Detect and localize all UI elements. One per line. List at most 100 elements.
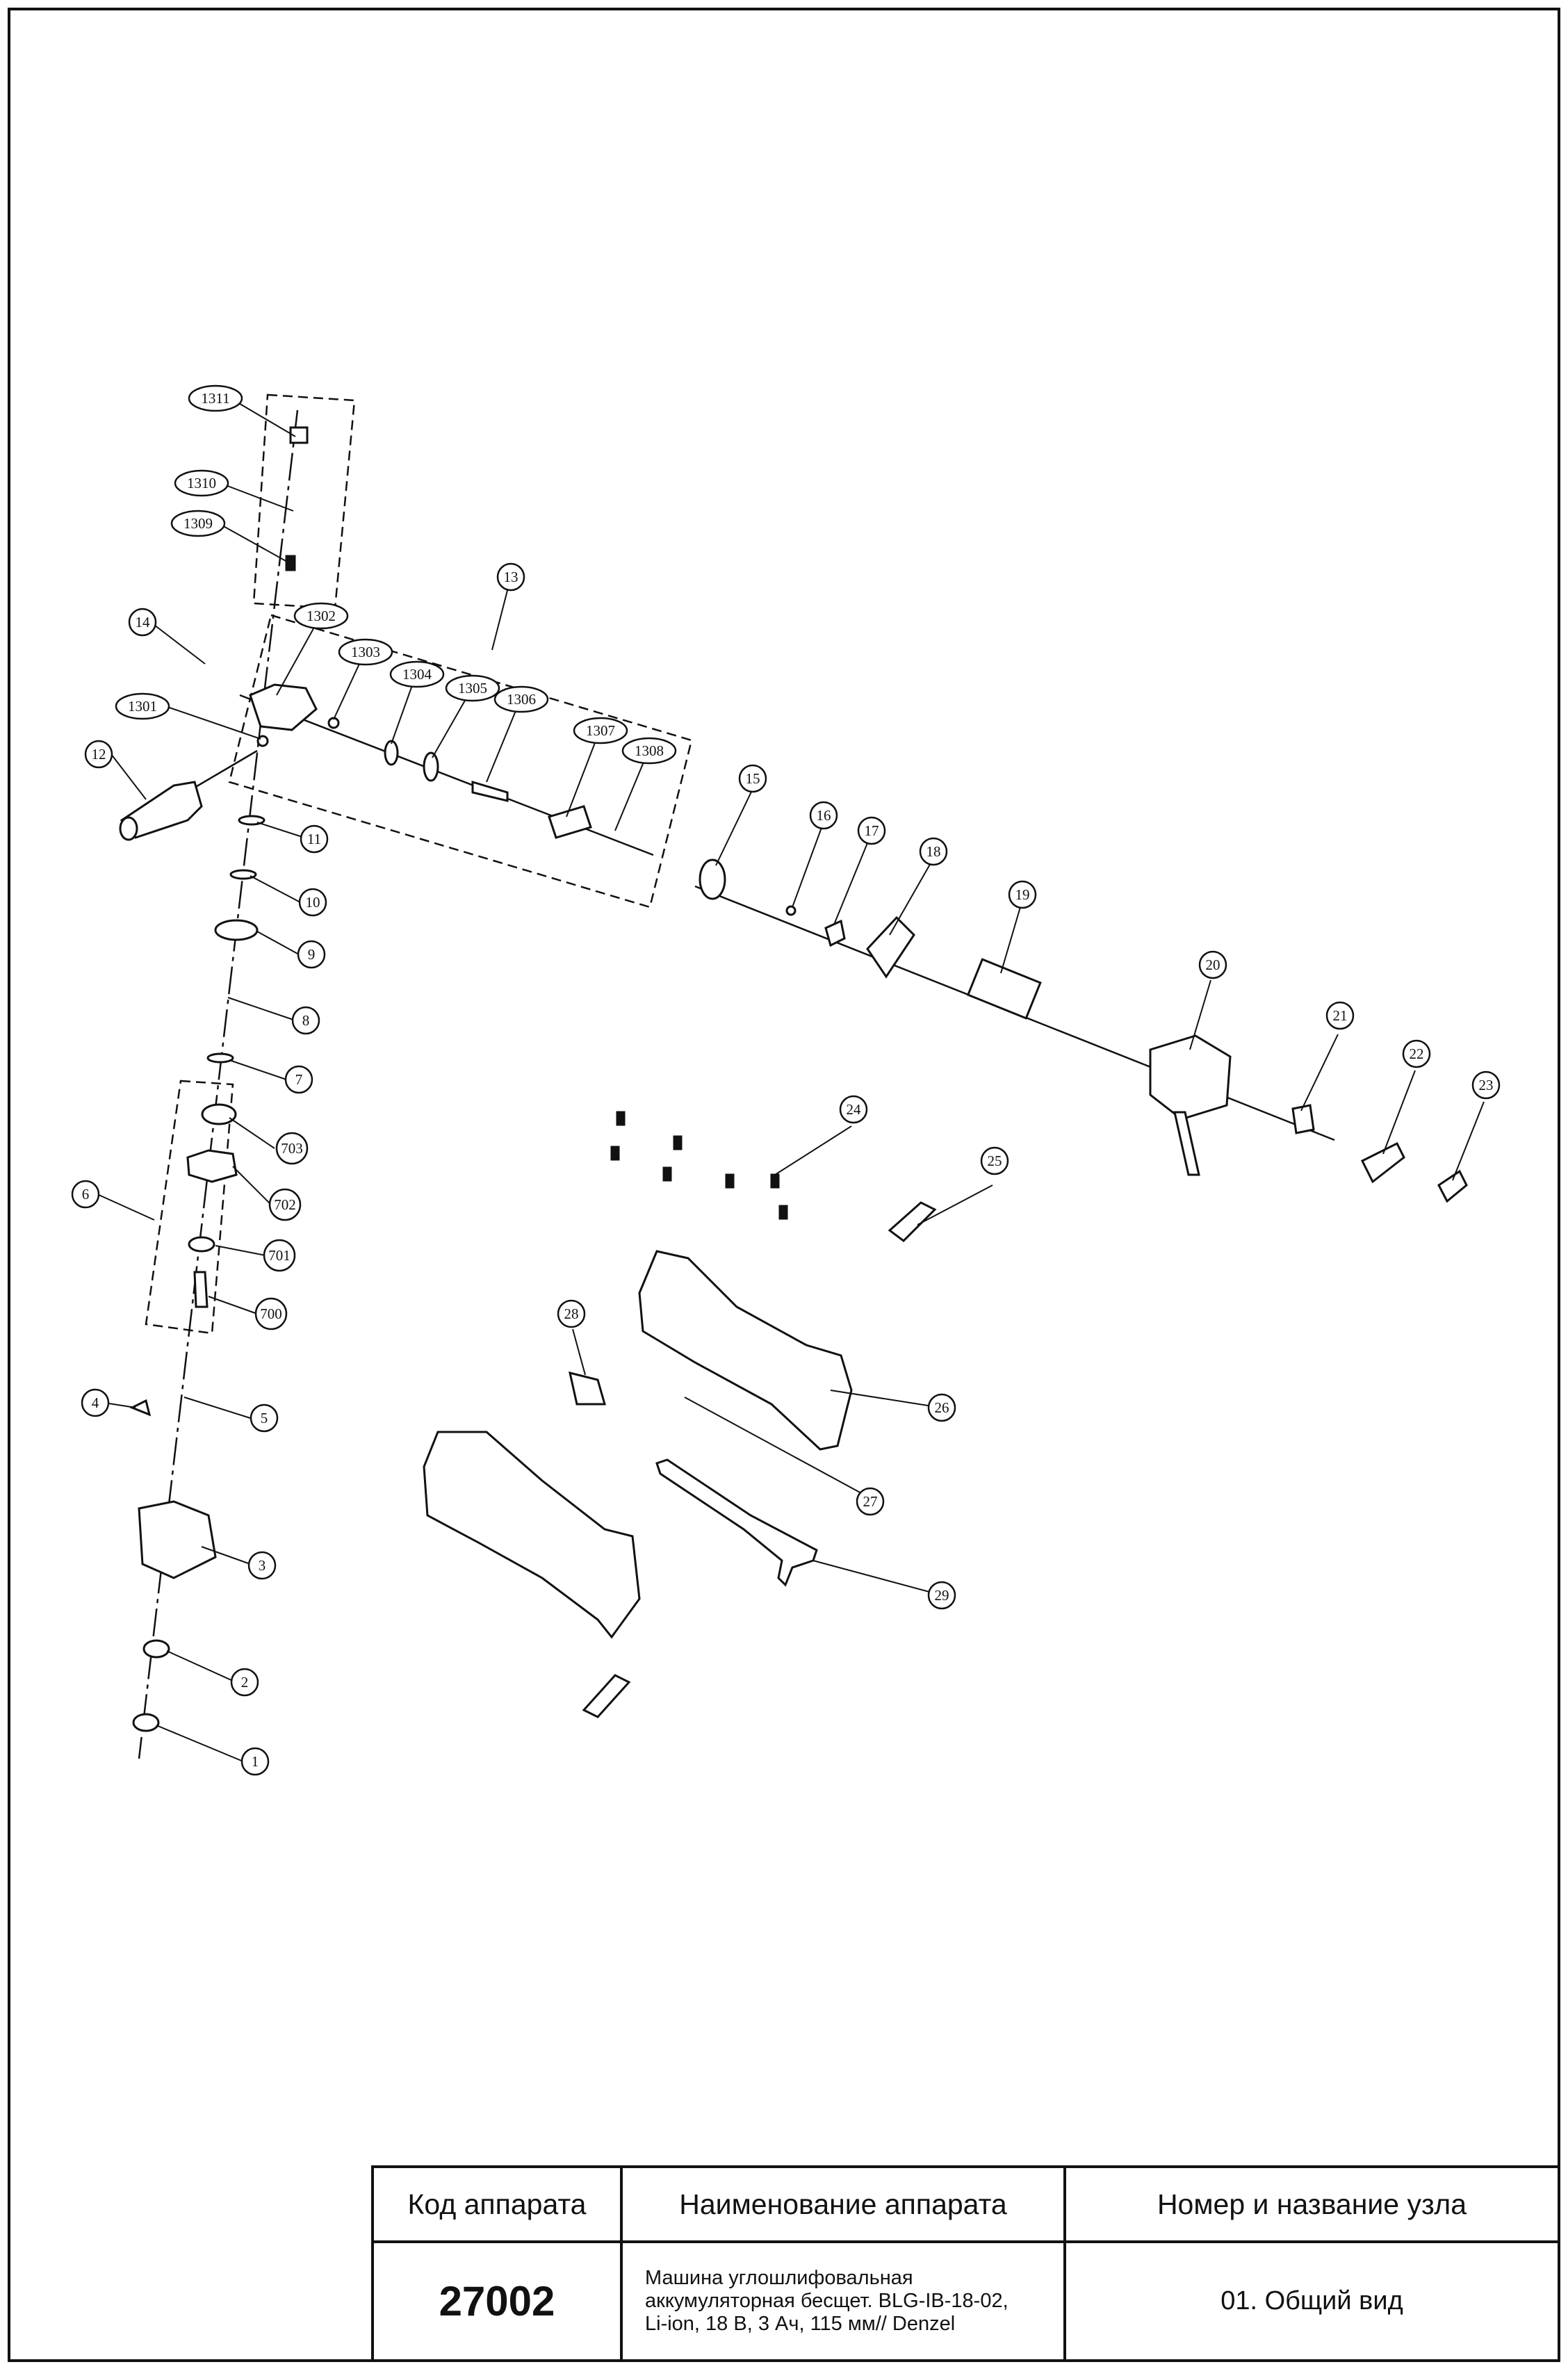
callout-number: 1309 (183, 515, 213, 532)
callout-number: 21 (1333, 1007, 1348, 1024)
parts (119, 426, 1468, 1732)
callout-25: 25 (980, 1146, 1009, 1175)
callout-7: 7 (284, 1065, 313, 1094)
header-unit: Номер и название узла (1157, 2188, 1467, 2220)
callout-number: 7 (295, 1071, 303, 1088)
callout-17: 17 (857, 816, 886, 845)
part-1304 (384, 740, 399, 766)
callout-19: 19 (1008, 880, 1037, 909)
title-block-grid (371, 2165, 1560, 2362)
part-15 (699, 858, 726, 900)
callout-shape (621, 737, 677, 765)
callout-shape (188, 384, 243, 412)
callout-number: 1310 (187, 475, 216, 491)
callout-702: 702 (268, 1188, 302, 1221)
callout-shape (927, 1581, 956, 1610)
callout-number: 16 (817, 807, 831, 824)
callout-shape (1008, 880, 1037, 909)
callout-shape (927, 1393, 956, 1422)
callout-shape (300, 824, 329, 854)
callout-4: 4 (81, 1388, 110, 1417)
part-4 (129, 1399, 152, 1417)
callout-shape (980, 1146, 1009, 1175)
callout-number: 10 (306, 894, 320, 911)
callout-number: 11 (307, 831, 321, 847)
part-1302 (249, 683, 318, 731)
callout-8: 8 (291, 1006, 320, 1035)
callout-shape (174, 469, 229, 497)
callout-shape (115, 692, 170, 720)
callout-number: 1304 (402, 666, 432, 683)
callout-number: 25 (988, 1153, 1002, 1169)
callout-shape (293, 602, 349, 630)
part-23 (1437, 1169, 1468, 1203)
callout-number: 2 (241, 1674, 249, 1691)
callout-shape (445, 674, 500, 702)
callout-shape (254, 1297, 288, 1330)
callout-shape (338, 638, 393, 666)
callout-3: 3 (247, 1551, 277, 1580)
callout-shape (284, 1065, 313, 1094)
callout-13: 13 (496, 562, 525, 592)
callout-1310: 1310 (174, 469, 229, 497)
callout-shape (240, 1747, 270, 1776)
callout-1309: 1309 (170, 510, 226, 537)
part-1306 (471, 780, 509, 802)
callout-12: 12 (84, 740, 113, 769)
callout-number: 17 (865, 822, 879, 839)
part-25 (888, 1201, 937, 1242)
callout-1305: 1305 (445, 674, 500, 702)
callout-2: 2 (230, 1668, 259, 1697)
part-20 (1149, 1034, 1232, 1121)
part-7 (206, 1052, 234, 1064)
part-700 (193, 1271, 209, 1308)
callout-14: 14 (128, 608, 157, 637)
callout-shape (856, 1487, 885, 1516)
callout-number: 703 (281, 1140, 303, 1157)
callout-number: 5 (261, 1410, 268, 1426)
part-9 (214, 919, 259, 941)
header-code: Код аппарата (407, 2188, 587, 2220)
part-10 (229, 869, 257, 880)
callout-number: 12 (92, 746, 106, 763)
part-18 (866, 915, 915, 979)
part-20-lead (1173, 1111, 1200, 1176)
callout-24: 24 (839, 1095, 868, 1124)
callout-shape (493, 685, 549, 713)
callout-shape (839, 1095, 868, 1124)
callout-1303: 1303 (338, 638, 393, 666)
callout-shape (389, 660, 445, 688)
part-12-end (119, 816, 138, 841)
device-name: Машина углошлифовальная аккумуляторная б… (645, 2267, 1008, 2335)
callout-700: 700 (254, 1297, 288, 1330)
part-24-screws (610, 1111, 788, 1220)
callout-shape (297, 940, 326, 969)
callout-11: 11 (300, 824, 329, 854)
callout-703: 703 (275, 1132, 309, 1165)
callout-number: 700 (260, 1305, 282, 1322)
callout-shape (250, 1403, 279, 1433)
callout-23: 23 (1471, 1070, 1501, 1100)
part-19 (966, 958, 1042, 1020)
callout-number: 1301 (128, 698, 157, 715)
callout-number: 6 (82, 1186, 90, 1203)
callout-shape (1325, 1001, 1355, 1030)
callout-shape (1198, 950, 1227, 979)
callout-shape (170, 510, 226, 537)
callout-15: 15 (738, 764, 767, 793)
part-701 (188, 1236, 215, 1253)
callout-number: 701 (268, 1247, 291, 1264)
callout-1306: 1306 (493, 685, 549, 713)
callout-22: 22 (1402, 1039, 1431, 1068)
callout-shape (268, 1188, 302, 1221)
part-28 (569, 1371, 606, 1406)
callout-number: 4 (92, 1394, 99, 1411)
callout-shape (298, 888, 327, 917)
part-bottom-cover (582, 1674, 631, 1718)
part-housing-left (423, 1431, 641, 1639)
callout-shape (1402, 1039, 1431, 1068)
callout-shape (263, 1239, 296, 1272)
callout-number: 3 (259, 1557, 266, 1574)
callout-labels: 1311131013091302130313041305130613071308… (71, 384, 1501, 1776)
callout-10: 10 (298, 888, 327, 917)
